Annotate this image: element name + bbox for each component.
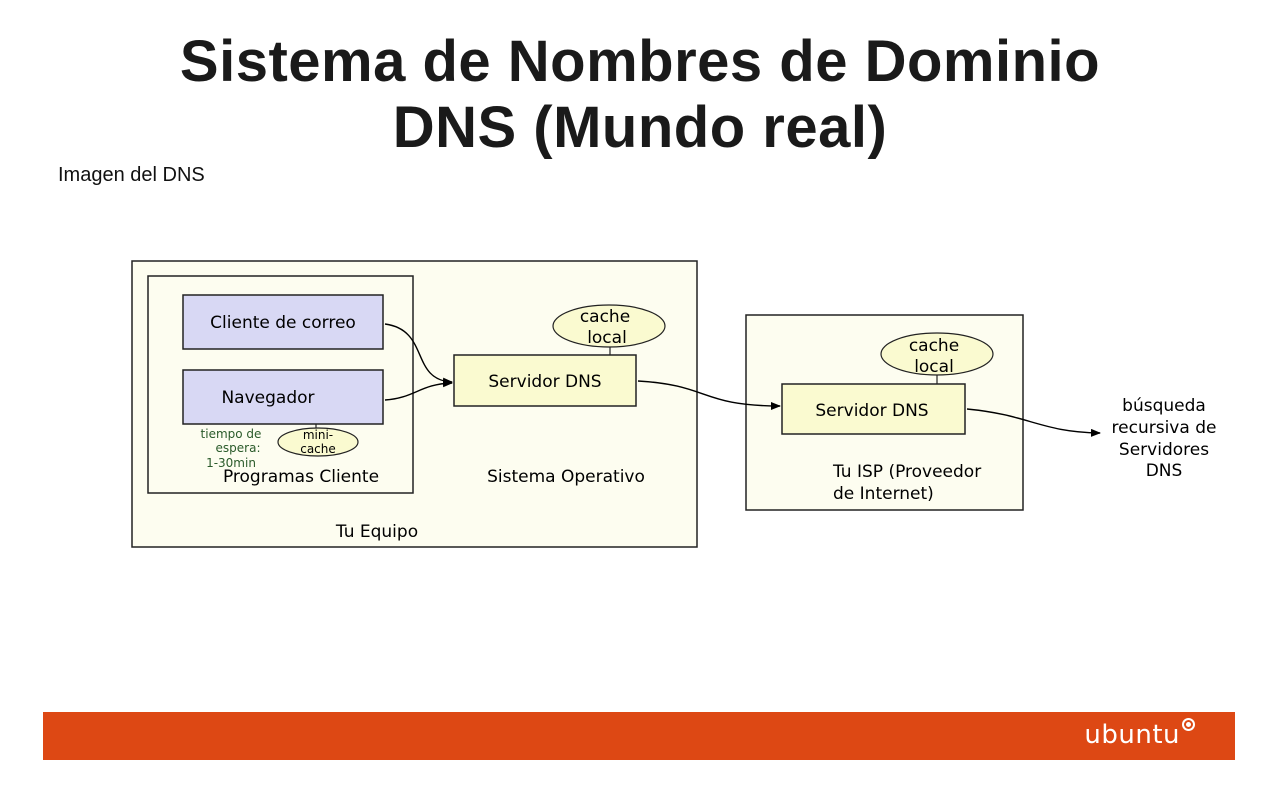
timeout-line2: espera: (216, 441, 261, 455)
recursive-line1: búsqueda (1122, 396, 1206, 416)
ubuntu-logo: ubuntu (1084, 718, 1195, 750)
arrow-email-to-dns (384, 323, 453, 386)
email-client-label: Cliente de correo (210, 313, 356, 333)
recursive-line3: Servidores (1119, 440, 1209, 460)
local-dns-server-box (453, 354, 637, 407)
local-cache-ellipse (552, 304, 666, 348)
slide-subtitle: Imagen del DNS (58, 164, 205, 186)
isp-label-line1: Tu ISP (Proveedor (832, 462, 981, 482)
slide-title-line1: Sistema de Nombres de Dominio (179, 29, 1101, 94)
isp-cache-line2: local (914, 357, 954, 377)
isp-label-line2: de Internet) (833, 484, 934, 504)
isp-cache-line1: cache (909, 336, 959, 356)
recursive-line4: DNS (1146, 461, 1183, 481)
ubuntu-wordmark: ubuntu (1084, 720, 1180, 750)
local-cache-line2: local (587, 328, 627, 348)
minicache-line1: mini- (303, 428, 333, 442)
your-computer-label: Tu Equipo (335, 522, 418, 542)
isp-dns-server-box (781, 383, 966, 435)
isp-dns-server-label: Servidor DNS (815, 401, 928, 421)
isp-cache-ellipse (880, 332, 994, 376)
recursive-line2: recursiva de (1112, 418, 1217, 438)
arrow-isp-to-recursive (966, 408, 1101, 437)
client-programs-label: Programas Cliente (223, 467, 379, 487)
browser-box (182, 369, 384, 425)
minicache-ellipse (277, 427, 359, 457)
arrow-local-to-isp (637, 380, 781, 410)
local-dns-server-label: Servidor DNS (488, 372, 601, 392)
local-cache-line1: cache (580, 307, 630, 327)
timeout-line1: tiempo de (201, 427, 262, 441)
slide-title-line2: DNS (Mundo real) (392, 95, 888, 160)
timeout-line3: 1-30min (206, 456, 256, 470)
os-label: Sistema Operativo (487, 467, 645, 487)
arrow-browser-to-dns (384, 379, 453, 401)
minicache-line2: cache (300, 442, 336, 456)
browser-label: Navegador (221, 388, 314, 408)
email-client-box (182, 294, 384, 350)
footer-bar: ubuntu (43, 712, 1235, 760)
circle-of-friends-icon (1182, 718, 1195, 731)
